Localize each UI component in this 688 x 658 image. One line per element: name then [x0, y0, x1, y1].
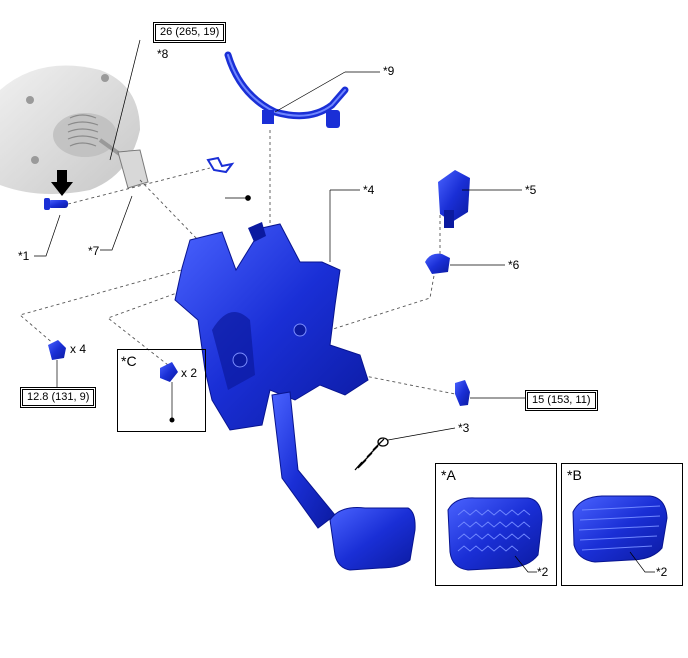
view-b-label: *B [567, 467, 582, 483]
pedal-clip [160, 362, 178, 423]
pedal-pad-b [572, 495, 668, 573]
torque-right-value: 15 (153, 11) [527, 392, 596, 409]
view-c-label: *C [121, 353, 137, 369]
return-spring [354, 427, 456, 471]
torque-spec-left: 12.8 (131, 9) [20, 387, 97, 408]
view-a-label: *A [441, 467, 456, 483]
torque-top-value: 26 (265, 19) [155, 24, 225, 41]
brake-booster-ghost [0, 39, 149, 194]
view-c-box [117, 349, 206, 432]
view-a-box [435, 463, 557, 586]
clip-quantity: x 2 [181, 366, 198, 380]
view-b-box [561, 463, 683, 586]
callout-6: *6 [508, 258, 520, 272]
callout-8: *8 [157, 47, 169, 61]
torque-spec-top: 26 (265, 19) [153, 22, 227, 43]
pedal-bracket-assembly [174, 222, 416, 571]
callout-5: *5 [525, 183, 537, 197]
nut-quantity: x 4 [70, 342, 87, 356]
torque-left-value: 12.8 (131, 9) [22, 389, 95, 406]
callout-4: *4 [363, 183, 375, 197]
flange-nut [48, 340, 66, 388]
callout-3: *3 [458, 421, 470, 435]
brake-line [224, 51, 349, 128]
torque-spec-right: 15 (153, 11) [525, 390, 598, 411]
callout-7: *7 [88, 244, 100, 258]
mounting-bolt [455, 380, 525, 406]
stop-lamp-switch [438, 170, 470, 228]
leader-lines [34, 71, 522, 266]
callout-1: *1 [18, 249, 30, 263]
callout-2-view-b: *2 [656, 565, 668, 579]
callout-9: *9 [383, 64, 395, 78]
wire-clip [206, 156, 235, 174]
pedal-pad-a [447, 497, 543, 573]
switch-cushion [425, 253, 450, 274]
clevis-pin [44, 170, 73, 210]
callout-2-view-a: *2 [537, 565, 549, 579]
